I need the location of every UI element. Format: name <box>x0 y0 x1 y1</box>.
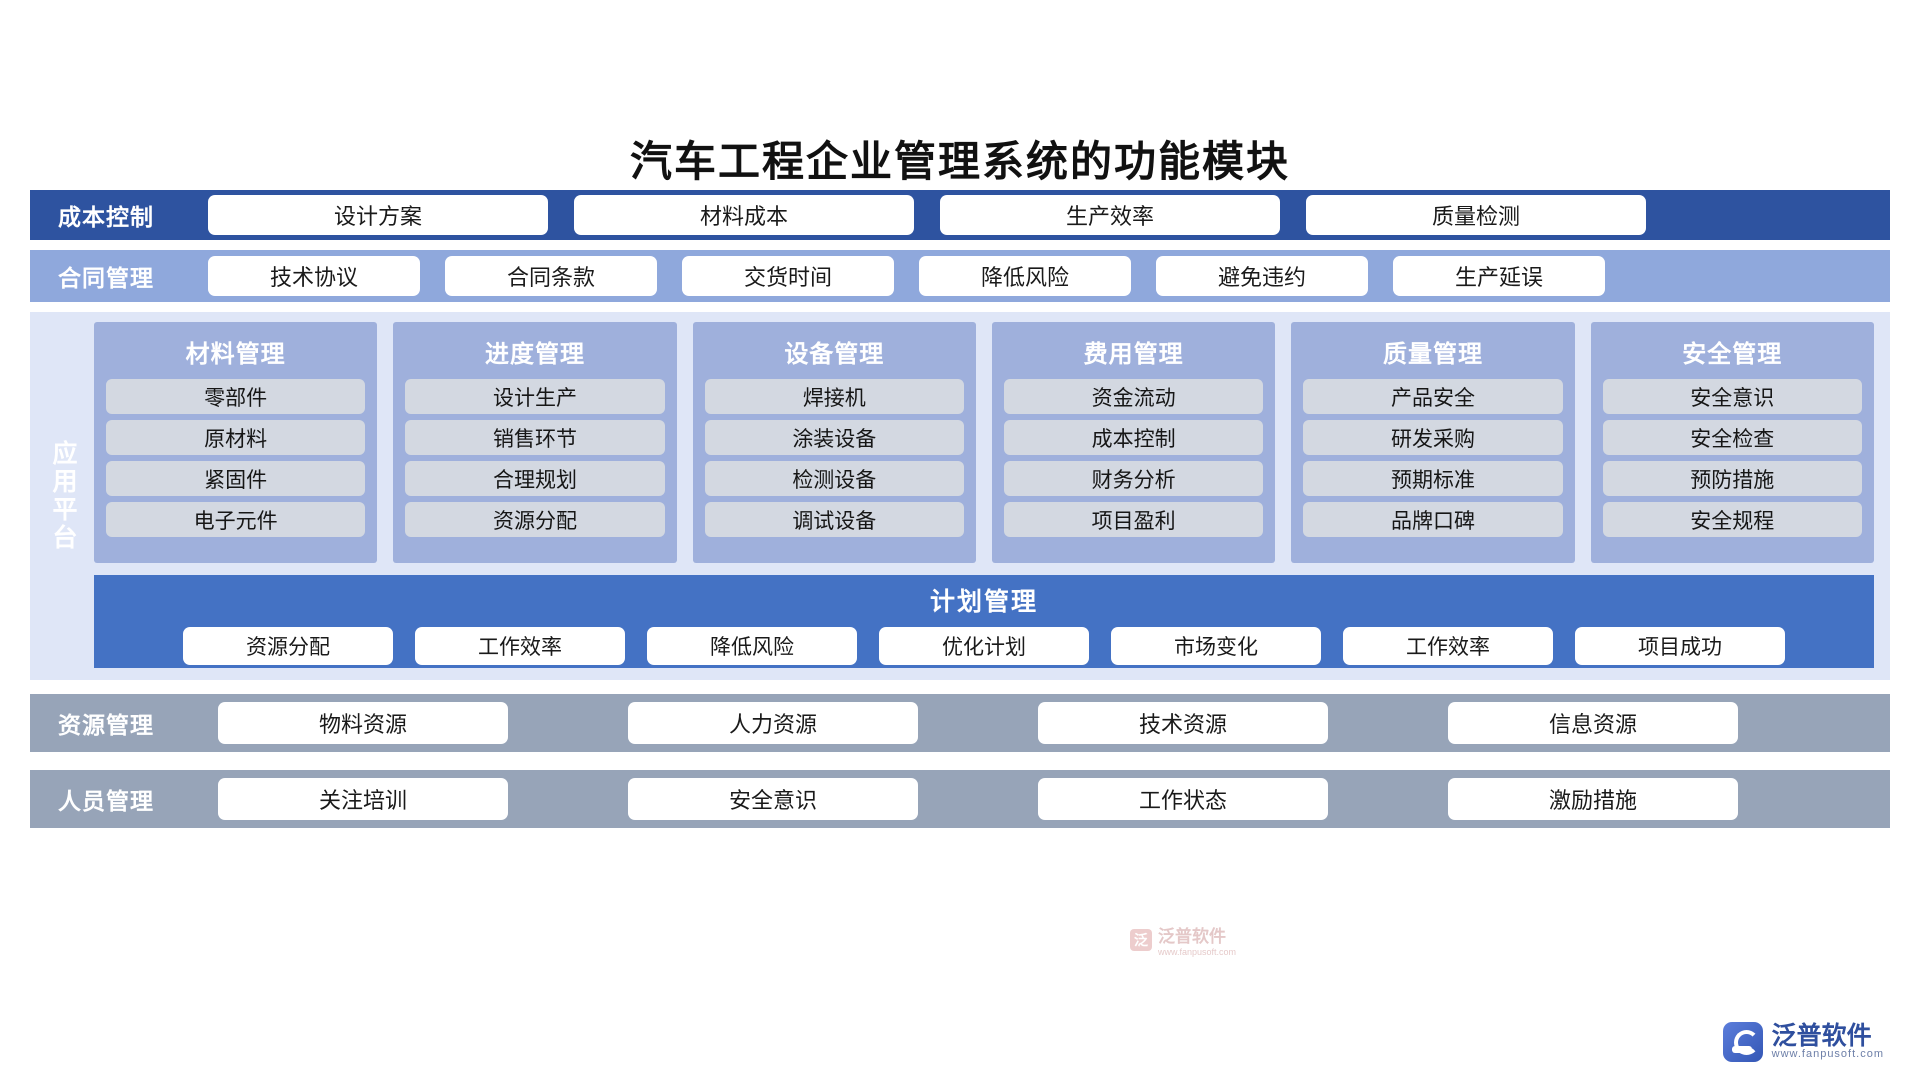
plan-item[interactable]: 项目成功 <box>1575 627 1785 666</box>
column-item[interactable]: 成本控制 <box>1003 420 1264 455</box>
column-title: 进度管理 <box>484 342 585 368</box>
cost-item[interactable]: 设计方案 <box>208 195 548 235</box>
column-item[interactable]: 销售环节 <box>405 420 665 455</box>
cost-item[interactable]: 生产效率 <box>940 195 1280 235</box>
column-item[interactable]: 安全意识 <box>1602 379 1862 414</box>
plan-item[interactable]: 优化计划 <box>879 627 1089 666</box>
column-item[interactable]: 焊接机 <box>704 379 964 414</box>
row-cost-control-label: 成本控制 <box>58 205 154 230</box>
column-quality-management: 质量管理 产品安全 研发采购 预期标准 品牌口碑 <box>1291 322 1575 564</box>
column-title: 安全管理 <box>1682 342 1783 368</box>
personnel-item[interactable]: 工作状态 <box>1038 778 1328 820</box>
watermark: 泛 泛普软件 www.fanpusoft.com <box>1130 922 1236 957</box>
row-personnel-management: 人员管理 关注培训 安全意识 工作状态 激励措施 <box>30 770 1890 828</box>
column-title: 材料管理 <box>185 342 286 368</box>
plan-management-title: 计划管理 <box>929 589 1038 617</box>
column-item[interactable]: 资金流动 <box>1003 379 1264 414</box>
watermark-logo-icon: 泛 <box>1130 928 1152 951</box>
column-item[interactable]: 原材料 <box>106 420 366 455</box>
column-progress-management: 进度管理 设计生产 销售环节 合理规划 资源分配 <box>393 322 677 564</box>
column-item[interactable]: 检测设备 <box>704 461 964 496</box>
contract-item[interactable]: 合同条款 <box>445 256 657 296</box>
column-item[interactable]: 研发采购 <box>1303 420 1563 455</box>
plan-item[interactable]: 资源分配 <box>183 627 393 666</box>
contract-item[interactable]: 生产延误 <box>1393 256 1605 296</box>
contract-item[interactable]: 交货时间 <box>682 256 894 296</box>
contract-item[interactable]: 技术协议 <box>208 256 420 296</box>
column-material-management: 材料管理 零部件 原材料 紧固件 电子元件 <box>94 322 378 564</box>
plan-management-items: 资源分配 工作效率 降低风险 优化计划 市场变化 工作效率 项目成功 <box>94 627 1874 666</box>
column-item[interactable]: 资源分配 <box>405 502 665 537</box>
brand-mark-icon <box>1722 1022 1763 1062</box>
watermark-url: www.fanpusoft.com <box>1158 947 1237 957</box>
plan-management-band: 计划管理 资源分配 工作效率 降低风险 优化计划 市场变化 工作效率 项目成功 <box>94 575 1874 668</box>
row-personnel-management-label: 人员管理 <box>58 789 154 814</box>
column-safety-management: 安全管理 安全意识 安全检查 预防措施 安全规程 <box>1590 322 1874 564</box>
column-title: 费用管理 <box>1083 342 1184 368</box>
column-item[interactable]: 调试设备 <box>704 502 964 537</box>
column-equipment-management: 设备管理 焊接机 涂装设备 检测设备 调试设备 <box>692 322 976 564</box>
column-title: 设备管理 <box>784 342 885 368</box>
column-item[interactable]: 电子元件 <box>106 502 366 537</box>
watermark-name: 泛普软件 <box>1158 927 1226 946</box>
column-item[interactable]: 设计生产 <box>405 379 665 414</box>
column-title: 质量管理 <box>1382 342 1483 368</box>
resource-item[interactable]: 技术资源 <box>1038 702 1328 744</box>
cost-item[interactable]: 材料成本 <box>574 195 914 235</box>
row-cost-control: 成本控制 设计方案 材料成本 生产效率 质量检测 <box>30 190 1890 240</box>
contract-item[interactable]: 避免违约 <box>1156 256 1368 296</box>
column-item[interactable]: 品牌口碑 <box>1303 502 1563 537</box>
application-platform-label: 应用平台 <box>49 440 76 552</box>
column-item[interactable]: 预期标准 <box>1303 461 1563 496</box>
resource-item[interactable]: 人力资源 <box>628 702 918 744</box>
column-item[interactable]: 财务分析 <box>1003 461 1264 496</box>
column-item[interactable]: 涂装设备 <box>704 420 964 455</box>
row-resource-management-label: 资源管理 <box>58 713 154 738</box>
column-item[interactable]: 合理规划 <box>405 461 665 496</box>
plan-item[interactable]: 工作效率 <box>1343 627 1553 666</box>
resource-item[interactable]: 物料资源 <box>218 702 508 744</box>
row-contract-management-label: 合同管理 <box>58 266 154 291</box>
watermark-text-group: 泛普软件 www.fanpusoft.com <box>1158 922 1236 957</box>
column-item[interactable]: 安全规程 <box>1602 502 1862 537</box>
column-item[interactable]: 项目盈利 <box>1003 502 1264 537</box>
column-item[interactable]: 紧固件 <box>106 461 366 496</box>
row-contract-management: 合同管理 技术协议 合同条款 交货时间 降低风险 避免违约 生产延误 <box>30 250 1890 302</box>
personnel-item[interactable]: 安全意识 <box>628 778 918 820</box>
brand-text-group: 泛普软件 www.fanpusoft.com <box>1772 1023 1884 1061</box>
column-item[interactable]: 预防措施 <box>1602 461 1862 496</box>
row-resource-management: 资源管理 物料资源 人力资源 技术资源 信息资源 <box>30 694 1890 752</box>
application-platform-section: 应用平台 材料管理 零部件 原材料 紧固件 电子元件 进度管理 设计生产 销售环… <box>30 312 1890 957</box>
plan-item[interactable]: 市场变化 <box>1111 627 1321 666</box>
platform-columns: 材料管理 零部件 原材料 紧固件 电子元件 进度管理 设计生产 销售环节 合理规… <box>94 322 1874 564</box>
row-contract-management-items: 技术协议 合同条款 交货时间 降低风险 避免违约 生产延误 <box>208 256 1890 296</box>
brand-logo: 泛普软件 www.fanpusoft.com <box>1722 1022 1884 1062</box>
contract-item[interactable]: 降低风险 <box>919 256 1131 296</box>
application-platform-body: 材料管理 零部件 原材料 紧固件 电子元件 进度管理 设计生产 销售环节 合理规… <box>94 312 1890 680</box>
column-item[interactable]: 安全检查 <box>1602 420 1862 455</box>
plan-item[interactable]: 工作效率 <box>415 627 625 666</box>
personnel-item[interactable]: 激励措施 <box>1448 778 1738 820</box>
personnel-item[interactable]: 关注培训 <box>218 778 508 820</box>
row-resource-management-items: 物料资源 人力资源 技术资源 信息资源 <box>218 702 1890 744</box>
column-expense-management: 费用管理 资金流动 成本控制 财务分析 项目盈利 <box>991 322 1276 564</box>
column-item[interactable]: 零部件 <box>106 379 366 414</box>
plan-item[interactable]: 降低风险 <box>647 627 857 666</box>
resource-item[interactable]: 信息资源 <box>1448 702 1738 744</box>
column-item[interactable]: 产品安全 <box>1303 379 1563 414</box>
brand-url: www.fanpusoft.com <box>1771 1048 1884 1061</box>
cost-item[interactable]: 质量检测 <box>1306 195 1646 235</box>
page-title: 汽车工程企业管理系统的功能模块 <box>629 140 1290 186</box>
row-cost-control-items: 设计方案 材料成本 生产效率 质量检测 <box>208 195 1890 235</box>
row-personnel-management-items: 关注培训 安全意识 工作状态 激励措施 <box>218 778 1890 820</box>
brand-name: 泛普软件 <box>1771 1022 1872 1051</box>
